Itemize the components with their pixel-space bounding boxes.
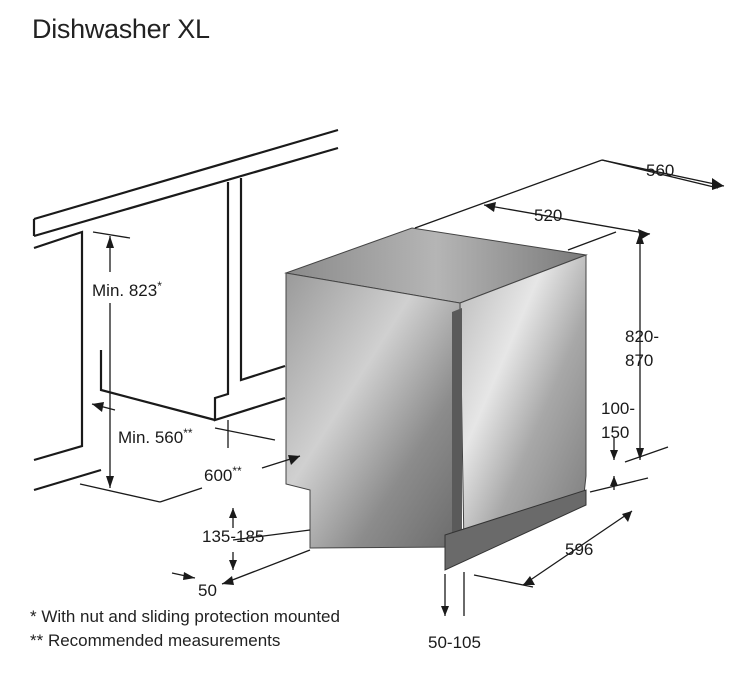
door-edge (452, 308, 462, 547)
dimension-lines (79, 159, 725, 616)
niche-depth-mark: ** (232, 464, 242, 478)
label-plinth-b: 150 (601, 423, 629, 442)
footnote-1: * With nut and sliding protection mounte… (30, 607, 340, 626)
label-niche-height: Min. 823* (92, 279, 162, 300)
arrowheads (92, 178, 724, 616)
diagram-title: Dishwasher XL (32, 14, 210, 44)
label-kick-depth: 50 (198, 581, 217, 600)
kick-plate (444, 489, 587, 571)
cabinet-outline (32, 128, 339, 492)
dishwasher-side (285, 272, 461, 549)
niche-height-mark: * (157, 279, 162, 293)
label-niche-width: Min. 560** (118, 426, 193, 447)
dishwasher (284, 227, 588, 571)
dishwasher-door (459, 254, 587, 549)
footnote-2: ** Recommended measurements (30, 631, 281, 650)
label-width: 596 (565, 540, 593, 559)
label-kick-height: 135-185 (202, 527, 264, 546)
niche-width-mark: ** (183, 426, 193, 440)
label-inner-depth: 520 (534, 206, 562, 225)
label-overall-depth: 560 (646, 161, 674, 180)
label-niche-depth: 600** (204, 464, 242, 485)
label-plinth-a: 100- (601, 399, 635, 418)
label-door-gap: 50-105 (428, 633, 481, 652)
label-height-a: 820- (625, 327, 659, 346)
label-height-b: 870 (625, 351, 653, 370)
